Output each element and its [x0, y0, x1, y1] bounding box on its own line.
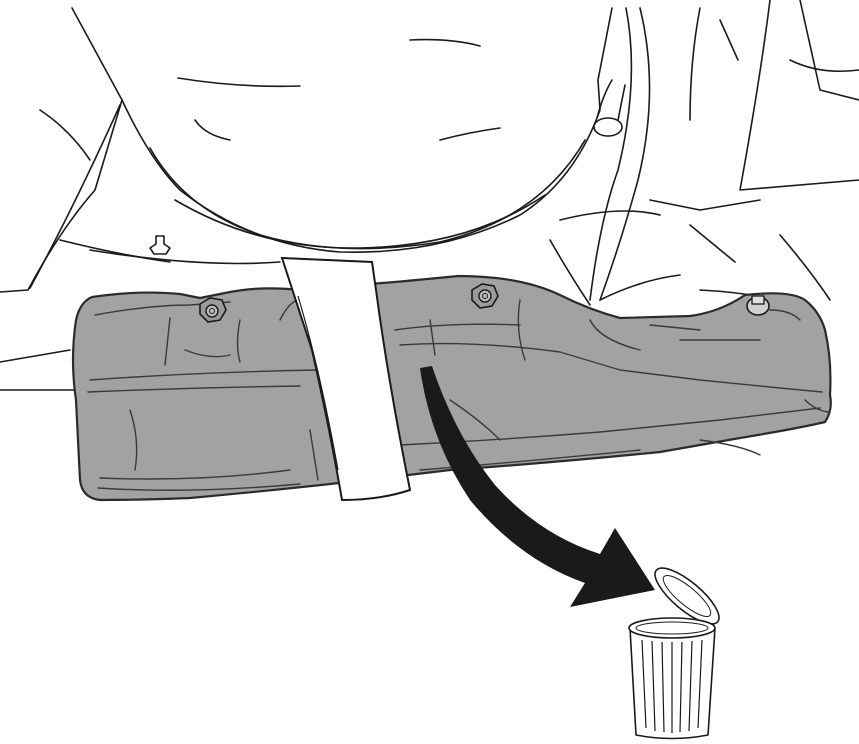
tank-detail-1: [178, 78, 300, 86]
tank-detail-2: [410, 40, 480, 46]
tank-detail-3: [440, 128, 500, 140]
right-arm-3: [690, 8, 700, 120]
tank-detail-4: [195, 120, 230, 140]
tank-inner: [150, 140, 585, 249]
right-lower-4: [690, 225, 735, 262]
tank-outer: [72, 8, 612, 252]
left-sill-line-2: [0, 350, 70, 362]
clip-right: [747, 296, 769, 315]
floor-bolt: [150, 236, 170, 254]
left-body-line: [30, 105, 120, 288]
left-body-edge: [0, 100, 122, 292]
right-arm-4: [720, 20, 738, 60]
right-lower-5: [780, 235, 830, 300]
right-lower-3: [600, 275, 680, 300]
right-arm-2: [600, 8, 650, 300]
right-lower-2: [650, 200, 760, 210]
right-arm-1: [590, 8, 631, 300]
right-body-line: [800, 0, 859, 100]
right-body-line-2: [790, 60, 859, 71]
left-panel-crease: [40, 110, 90, 160]
right-lower-1: [560, 211, 660, 220]
left-floor-line: [90, 250, 280, 264]
bin-rim: [629, 618, 715, 638]
